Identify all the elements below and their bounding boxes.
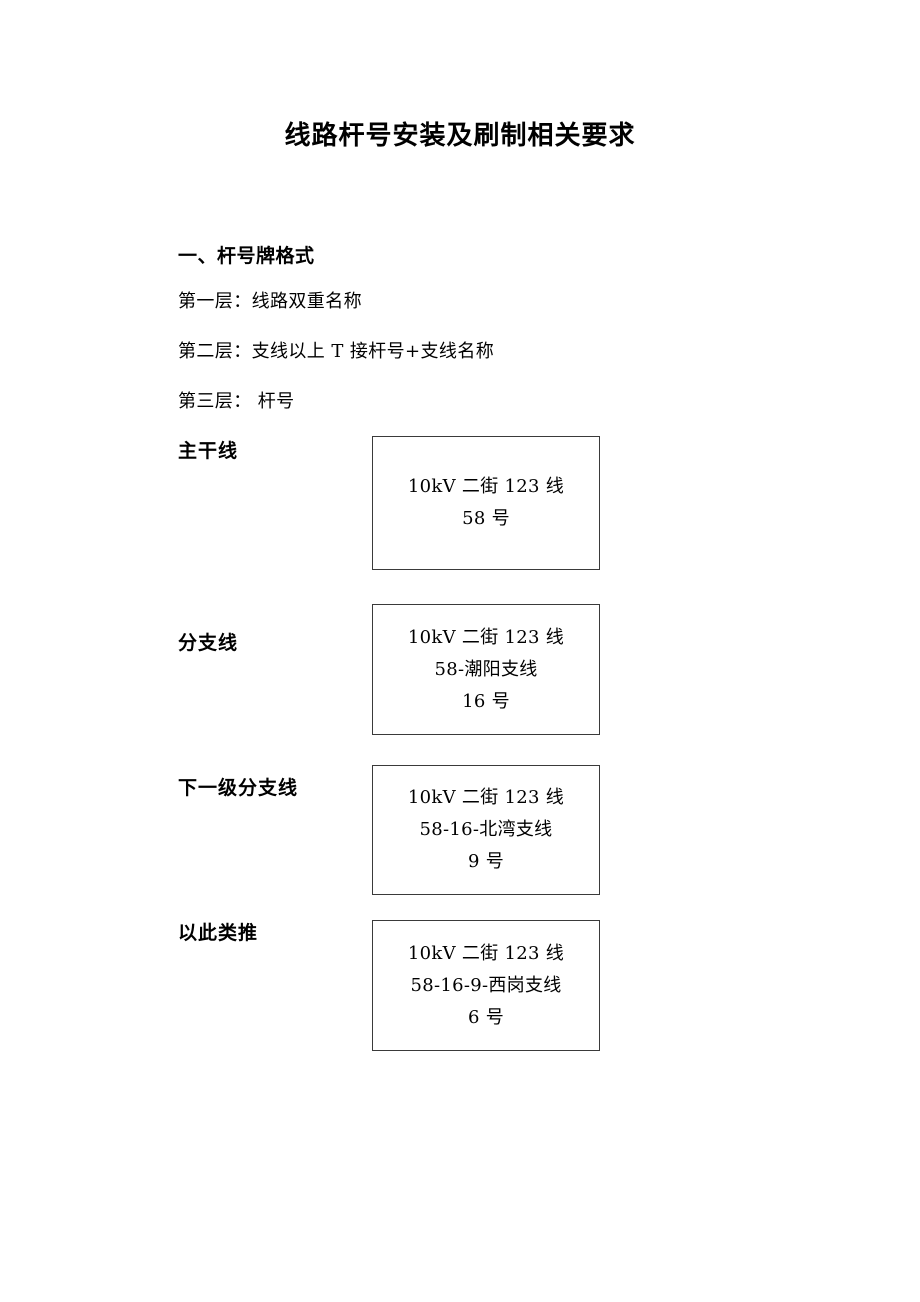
plate-text-line: 58-16-北湾支线 (419, 819, 553, 840)
page-title: 线路杆号安装及刷制相关要求 (284, 121, 636, 151)
plate-text-line: 6 号 (467, 1006, 505, 1028)
plate-label-main-line: 主干线 (178, 440, 239, 462)
plate-text-line: 10kV 二街 123 线 (407, 626, 565, 648)
plate-label-branch-line: 分支线 (178, 632, 239, 654)
plate-text-line: 58-潮阳支线 (434, 658, 538, 680)
plate-text-line: 58-16-9-西岗支线 (410, 974, 562, 996)
plate-box-and-so-on: 10kV 二街 123 线 58-16-9-西岗支线 6 号 (372, 920, 600, 1051)
format-line-layer-2: 第二层：支线以上 T 接杆号+支线名称 (178, 341, 495, 362)
plate-label-and-so-on: 以此类推 (178, 922, 259, 944)
plate-text-line: 10kV 二街 123 线 (407, 787, 565, 808)
plate-text-line: 10kV 二街 123 线 (407, 476, 565, 497)
format-line-layer-1: 第一层：线路双重名称 (178, 291, 362, 312)
plate-text-line: 9 号 (467, 851, 505, 872)
section-heading: 一、杆号牌格式 (178, 245, 315, 267)
plate-text-line: 16 号 (462, 690, 510, 712)
plate-text-line: 10kV 二街 123 线 (407, 942, 565, 964)
plate-box-main-line: 10kV 二街 123 线 58 号 (372, 436, 600, 570)
plate-box-branch-line: 10kV 二街 123 线 58-潮阳支线 16 号 (372, 604, 600, 735)
plate-label-sub-branch-line: 下一级分支线 (178, 777, 299, 799)
plate-box-sub-branch-line: 10kV 二街 123 线 58-16-北湾支线 9 号 (372, 765, 600, 895)
format-line-layer-3: 第三层： 杆号 (178, 391, 295, 412)
plate-text-line: 58 号 (462, 508, 510, 529)
